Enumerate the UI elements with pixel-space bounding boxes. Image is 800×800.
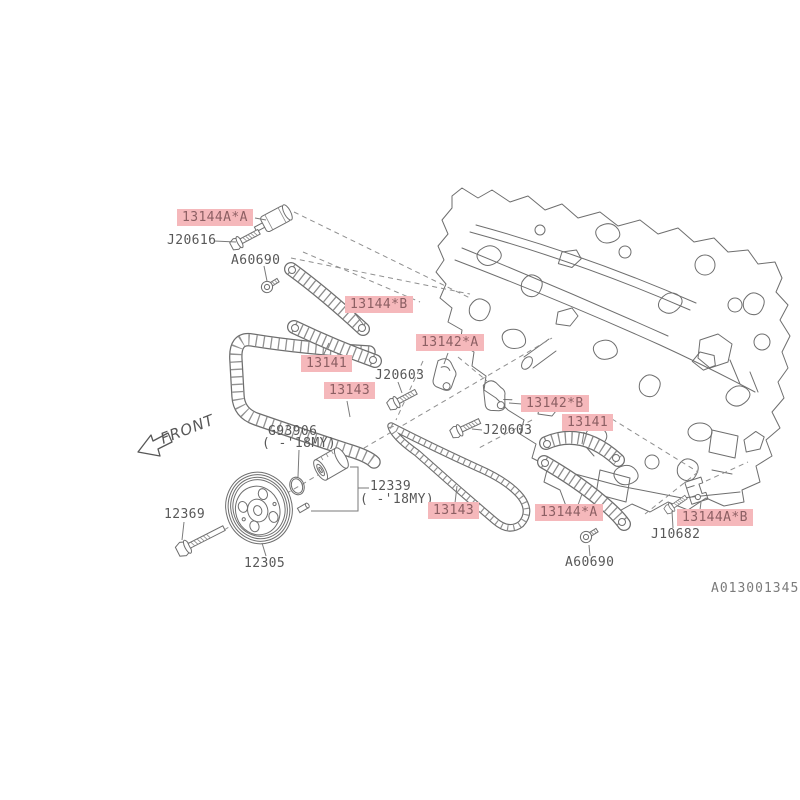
part-label-j20603: J20603 — [483, 423, 533, 438]
part-label-13144a-a: 13144A*A — [177, 209, 253, 226]
chain-guide-13144B — [289, 267, 366, 332]
bolt-J20603-upper — [385, 385, 420, 413]
tensioner-lever-13142-B — [482, 380, 513, 412]
part-label-12369: 12369 — [164, 507, 206, 522]
part-label-a60690: A60690 — [565, 555, 615, 570]
tensioner-lever-13142-A — [432, 358, 457, 391]
chain-guide-13144A — [542, 460, 626, 526]
part-label-13144-b: 13144*B — [345, 296, 413, 313]
part-label-j10682: J10682 — [651, 527, 701, 542]
part-label-13144a-b: 13144A*B — [677, 509, 753, 526]
part-label-13141: 13141 — [562, 414, 614, 431]
part-label-j20616: J20616 — [167, 233, 217, 248]
leader-lines — [181, 217, 702, 557]
part-label--18my-: ( -'18MY) — [360, 492, 435, 507]
part-label-12305: 12305 — [244, 556, 286, 571]
crank-sprocket-12339 — [313, 447, 349, 481]
part-label-a60690: A60690 — [231, 253, 281, 268]
part-label-13144-a: 13144*A — [535, 504, 603, 521]
chain-tensioner-13144A-B — [684, 476, 709, 505]
part-label-13141: 13141 — [301, 355, 353, 372]
chain-guide-13141-lower — [544, 438, 620, 462]
chain-tensioner-13144A-A — [253, 204, 293, 233]
crank-key-pin — [296, 502, 310, 514]
bolt-A60690-lower — [577, 524, 601, 546]
part-label-13143: 13143 — [428, 502, 480, 519]
diagram-code: A013001345 — [711, 581, 800, 596]
part-label-13142-b: 13142*B — [521, 395, 589, 412]
front-direction-arrow: FRONT — [137, 410, 218, 457]
oring-G93906 — [289, 476, 305, 496]
part-label-12339: 12339 — [370, 479, 412, 494]
bolt-A60690-upper — [258, 274, 282, 296]
crank-bolt-12369 — [174, 525, 226, 557]
engine-block-art — [435, 187, 791, 515]
bolt-J20616 — [228, 225, 263, 253]
part-label--18my-: ( -'18MY) — [262, 436, 337, 451]
crank-pulley-12305 — [225, 471, 293, 545]
part-label-13142-a: 13142*A — [416, 334, 484, 351]
part-label-g93906: G93906 — [268, 424, 318, 439]
part-label-j20603: J20603 — [375, 368, 425, 383]
part-label-13143: 13143 — [324, 382, 376, 399]
bolt-J20603-lower — [448, 414, 483, 441]
front-label: FRONT — [158, 410, 218, 447]
chain-guide-13141-upper — [292, 325, 377, 364]
